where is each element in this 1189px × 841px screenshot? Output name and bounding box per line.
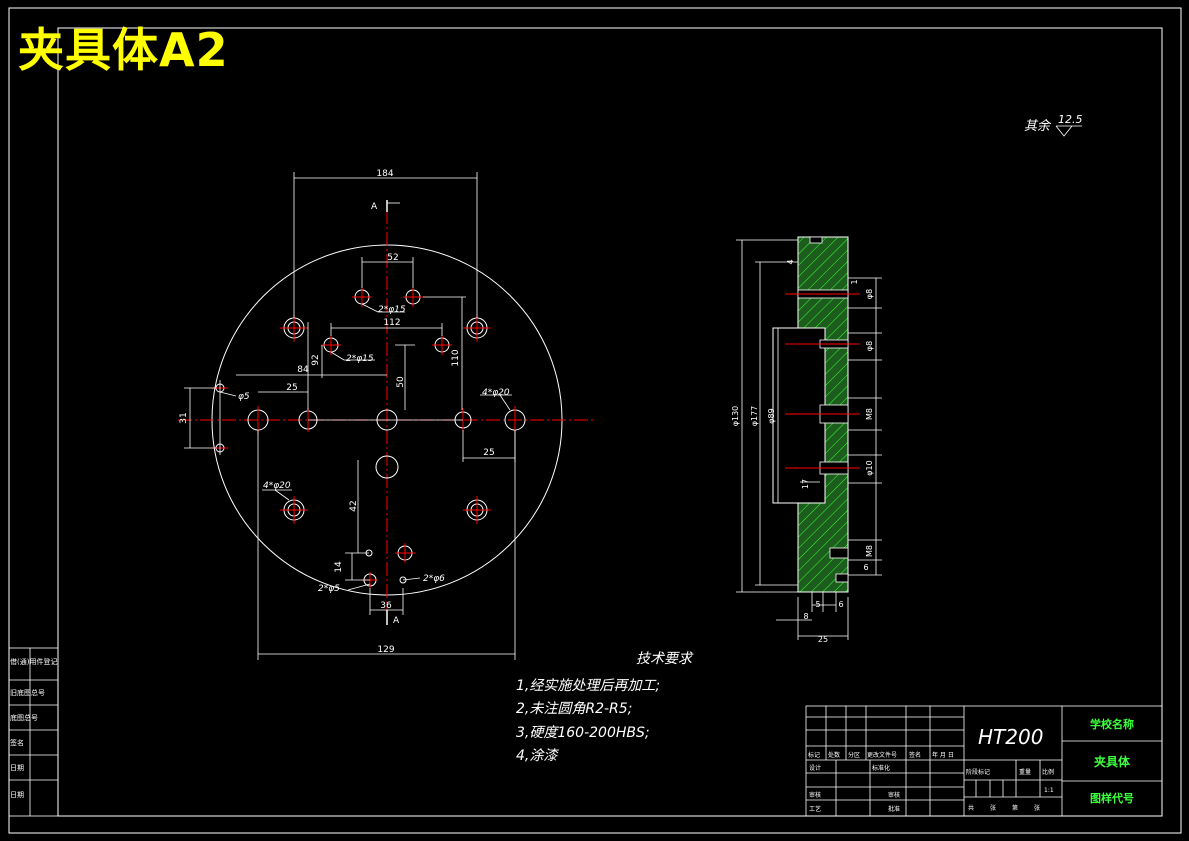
school-name: 学校名称 — [1090, 717, 1134, 731]
tb-mid-review: 审核 — [888, 791, 900, 799]
dim-129: 129 — [377, 645, 394, 655]
side-reg-label: 借(通)用件登记 — [10, 657, 57, 666]
tb-header-date: 年 月 日 — [932, 751, 954, 759]
section-mark-bottom: A — [393, 616, 400, 626]
part-name: 夹具体 — [1094, 754, 1131, 769]
side-dim-6: 6 — [838, 600, 843, 609]
dim-2phi15-b: 2*φ15 — [346, 354, 374, 364]
center-bore — [772, 327, 826, 504]
tb-sheet-unit-a: 张 — [990, 804, 996, 812]
tb-row-review: 审核 — [809, 791, 821, 799]
tech-item-1: 1,经实施处理后再加工; — [516, 678, 660, 694]
tb-header-count: 处数 — [828, 751, 840, 759]
tech-heading: 技术要求 — [636, 651, 694, 667]
tb-stage-mark: 阶段标记 — [966, 768, 990, 776]
dim-phi5: φ5 — [238, 392, 250, 402]
tb-header-mark: 标记 — [808, 751, 820, 759]
side-date-2: 日期 — [10, 791, 24, 799]
tb-ratio: 比例 — [1042, 768, 1054, 776]
dim-92: 92 — [311, 354, 321, 365]
dim-50: 50 — [396, 376, 406, 388]
dim-184: 184 — [376, 169, 393, 179]
tb-sheet-no: 第 — [1012, 804, 1018, 812]
drawing-title: 夹具体A2 — [18, 23, 229, 77]
tb-sheet-total: 共 — [968, 804, 974, 812]
side-dim-1: 1 — [850, 279, 859, 284]
side-old-base: 旧底图总号 — [10, 688, 45, 697]
tb-header-zone: 分区 — [848, 751, 860, 759]
inner-frame — [57, 27, 1163, 817]
drawing-number: 图样代号 — [1090, 791, 1134, 805]
dim-31: 31 — [179, 412, 189, 423]
dim-4phi20-b: 4*φ20 — [263, 481, 291, 491]
dim-42: 42 — [349, 500, 359, 511]
tech-item-3: 3,硬度160-200HBS; — [516, 725, 650, 741]
tb-header-sign: 签名 — [909, 751, 921, 759]
side-sign: 签名 — [10, 738, 24, 747]
front-view: 184 52 2*φ15 112 2*φ15 92 110 84 50 25 4… — [178, 169, 596, 660]
side-dim-m8: M8 — [865, 408, 874, 420]
dim-2phi6: 2*φ6 — [423, 574, 445, 584]
dim-14: 14 — [334, 561, 344, 573]
dim-112: 112 — [383, 318, 400, 328]
section-mark-top: A — [371, 202, 378, 212]
material-label: HT200 — [978, 725, 1043, 749]
side-dim-phi130: φ130 — [731, 406, 740, 427]
dim-25-a: 25 — [286, 383, 297, 393]
side-section-view: 4 φ8 1 φ8 M8 φ10 17 M8 6 φ130 φ177 φ89 5… — [731, 236, 882, 644]
dim-36: 36 — [380, 601, 392, 611]
title-block — [805, 705, 1163, 817]
tb-scale: 1:1 — [1044, 787, 1054, 794]
roughness-value: 12.5 — [1058, 113, 1083, 126]
side-dim-6-right: 6 — [863, 563, 868, 572]
side-dim-4: 4 — [786, 259, 795, 264]
side-dim-25: 25 — [818, 635, 828, 644]
side-dim-phi8-b: φ8 — [865, 341, 874, 351]
side-dim-5: 5 — [815, 600, 820, 609]
tb-row-design: 设计 — [809, 764, 821, 772]
tb-mid-approve: 批准 — [888, 805, 900, 813]
side-registration-block: 借(通)用件登记 旧底图总号 底图总号 签名 日期 日期 — [8, 647, 59, 817]
tb-sheet-unit-b: 张 — [1034, 804, 1040, 812]
side-base-no: 底图总号 — [10, 713, 38, 722]
tb-header-change: 更改文件号 — [867, 751, 897, 759]
dim-25-b: 25 — [483, 448, 494, 458]
tb-row-process: 工艺 — [809, 805, 821, 813]
tb-mid-standard: 标准化 — [872, 764, 890, 772]
dim-52: 52 — [387, 253, 398, 263]
tb-weight: 重量 — [1019, 768, 1031, 776]
dim-2phi5: 2*φ5 — [318, 584, 340, 594]
roughness-prefix: 其余 — [1024, 118, 1052, 134]
side-dim-phi8-a: φ8 — [865, 289, 874, 299]
dim-2phi15-a: 2*φ15 — [378, 305, 406, 315]
tech-item-4: 4,涂漆 — [516, 748, 559, 764]
side-dim-m8-b: M8 — [865, 545, 874, 557]
roughness-symbol: 其余 12.5 — [1024, 113, 1083, 137]
side-dim-8: 8 — [803, 612, 808, 621]
outer-frame — [8, 7, 1182, 834]
side-date-1: 日期 — [10, 764, 24, 772]
tech-item-2: 2,未注圆角R2-R5; — [516, 701, 632, 717]
side-dim-phi10: φ10 — [865, 460, 874, 475]
dim-110: 110 — [451, 349, 461, 366]
side-dim-17: 17 — [801, 479, 810, 489]
dim-4phi20-a: 4*φ20 — [482, 388, 510, 398]
technical-requirements: 技术要求 1,经实施处理后再加工; 2,未注圆角R2-R5; 3,硬度160-2… — [516, 651, 694, 764]
dim-84: 84 — [297, 365, 309, 375]
side-dim-phi177: φ177 — [750, 406, 759, 427]
title-block-text: HT200 学校名称 夹具体 图样代号 标记 处数 分区 更改文件号 签名 年 … — [808, 717, 1134, 813]
hole-large-center — [375, 455, 399, 479]
side-dim-phi89: φ89 — [767, 408, 776, 423]
